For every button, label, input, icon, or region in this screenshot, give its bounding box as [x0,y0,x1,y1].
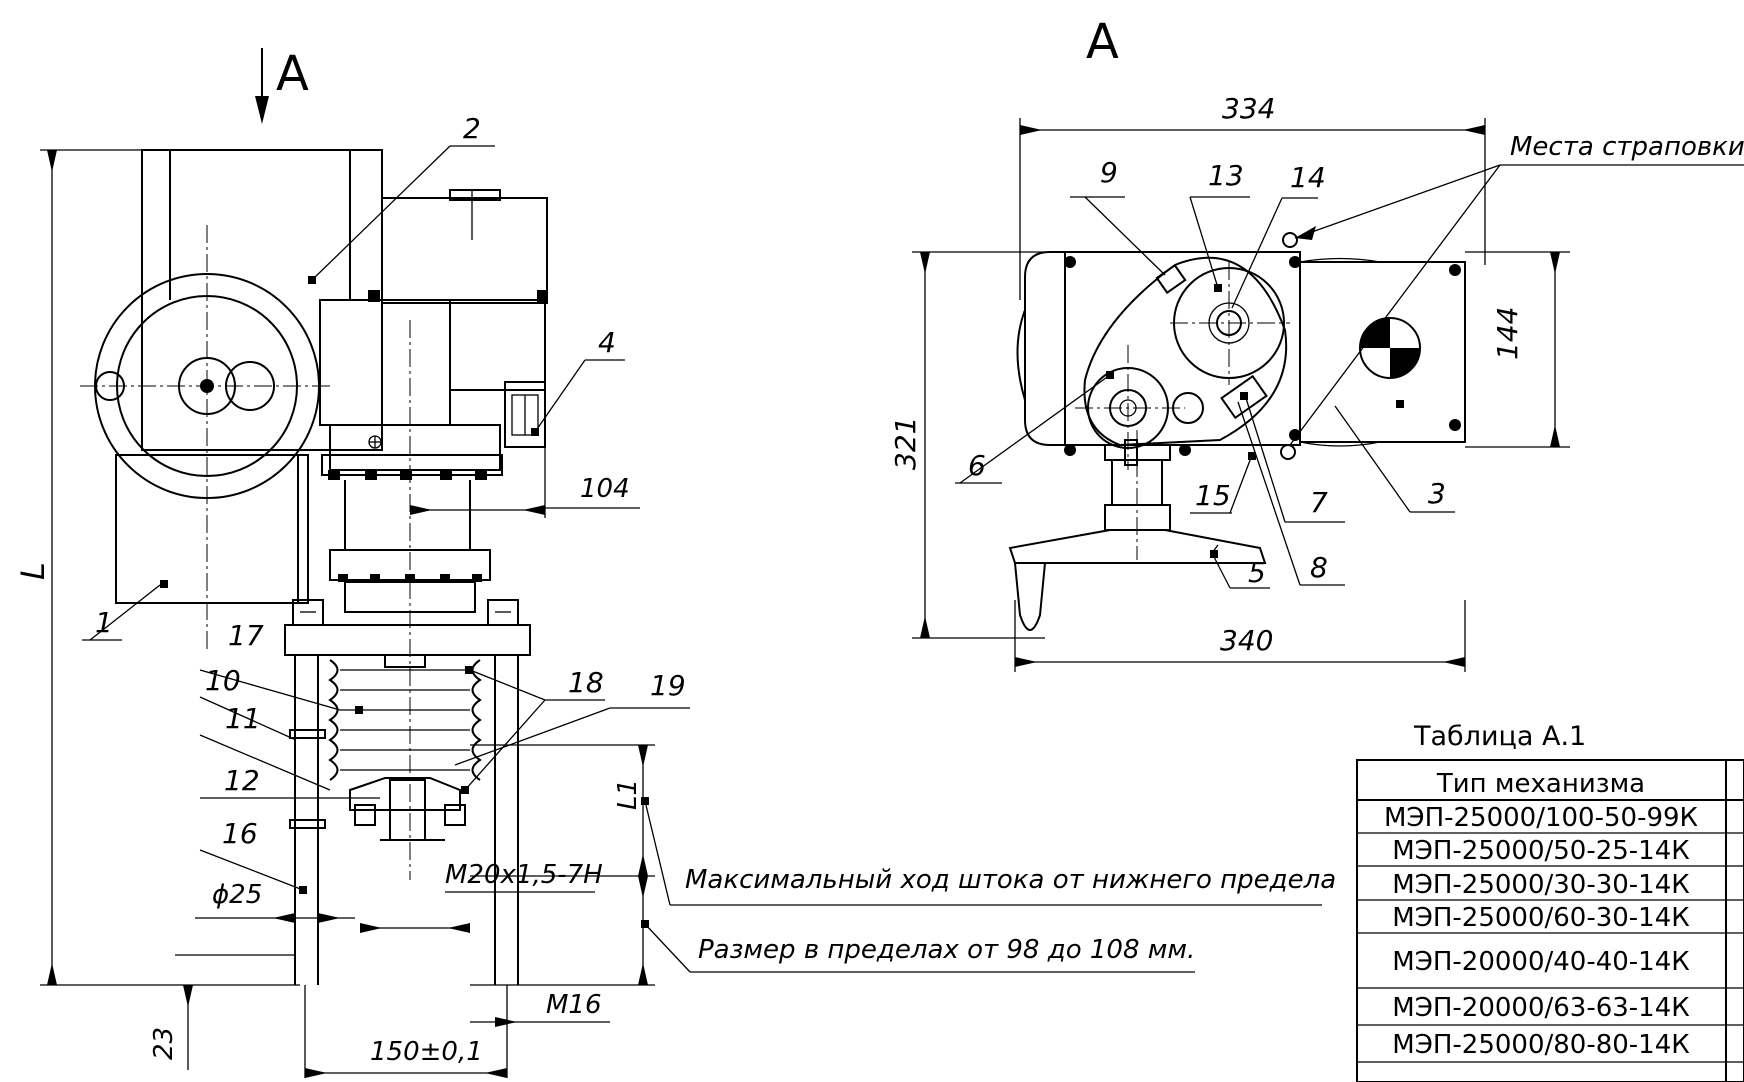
callout-10: 10 [205,664,241,697]
callout-12: 12 [224,764,260,797]
dim-340: 340 [1220,624,1273,657]
view-a: A 334 321 144 340 [889,14,1744,672]
dim-diameter-25: ϕ25 [212,880,262,910]
callout-3: 3 [1428,477,1446,510]
callout-6: 6 [968,449,986,482]
table-row: МЭП-25000/60-30-14К [1392,903,1689,933]
callout-5: 5 [1248,556,1266,589]
dim-321: 321 [889,417,922,470]
dim-150: 150±0,1 [370,1037,483,1067]
note-sling-points: Места страповки [1510,132,1744,162]
table-row: МЭП-20000/63-63-14К [1392,993,1689,1023]
callout-4: 4 [598,326,616,359]
dim-L1: L1 [613,779,643,810]
callout-7: 7 [1310,486,1328,519]
table-a1: Таблица А.1 Тип механизма МЭП-25000/100-… [1356,721,1744,1082]
table-row: МЭП-25000/30-30-14К [1392,870,1689,900]
callout-17: 17 [228,619,264,652]
table-row: МЭП-20000/40-40-14К [1392,947,1689,977]
front-view: A L [14,46,1336,1078]
dim-thread-m16: M16 [546,990,602,1020]
dim-L: L [14,562,52,580]
view-a-callouts: 9 13 14 6 15 7 8 5 3 [955,156,1455,589]
note-max-stroke: Максимальный ход штока от нижнего предел… [685,865,1336,895]
dim-144: 144 [1491,307,1524,360]
table-row: МЭП-25000/50-25-14К [1392,836,1689,866]
dim-23: 23 [149,1027,179,1060]
dim-104: 104 [580,474,630,504]
callout-8: 8 [1310,551,1328,584]
view-arrow-label: A [276,46,309,102]
table-header: Тип механизма [1436,769,1645,799]
dim-334: 334 [1222,92,1275,125]
callout-11: 11 [225,702,261,735]
view-title: A [1086,14,1119,70]
table-row: МЭП-25000/100-50-99К [1384,803,1698,833]
note-size-range: Размер в пределах от 98 до 108 мм. [698,935,1195,965]
callout-18: 18 [568,666,604,699]
table-row: МЭП-25000/80-80-14К [1392,1030,1689,1060]
callout-13: 13 [1208,159,1244,192]
callout-2: 2 [463,112,481,145]
callout-15: 15 [1195,479,1231,512]
callout-1: 1 [95,606,113,639]
callout-14: 14 [1290,161,1326,194]
callout-9: 9 [1100,156,1118,189]
callout-19: 19 [650,669,686,702]
table-title: Таблица А.1 [1413,721,1586,752]
front-callouts: 1 2 4 17 10 11 12 16 18 19 [82,112,690,894]
callout-16: 16 [222,817,258,850]
dim-thread-m20: M20x1,5-7H [445,860,603,890]
